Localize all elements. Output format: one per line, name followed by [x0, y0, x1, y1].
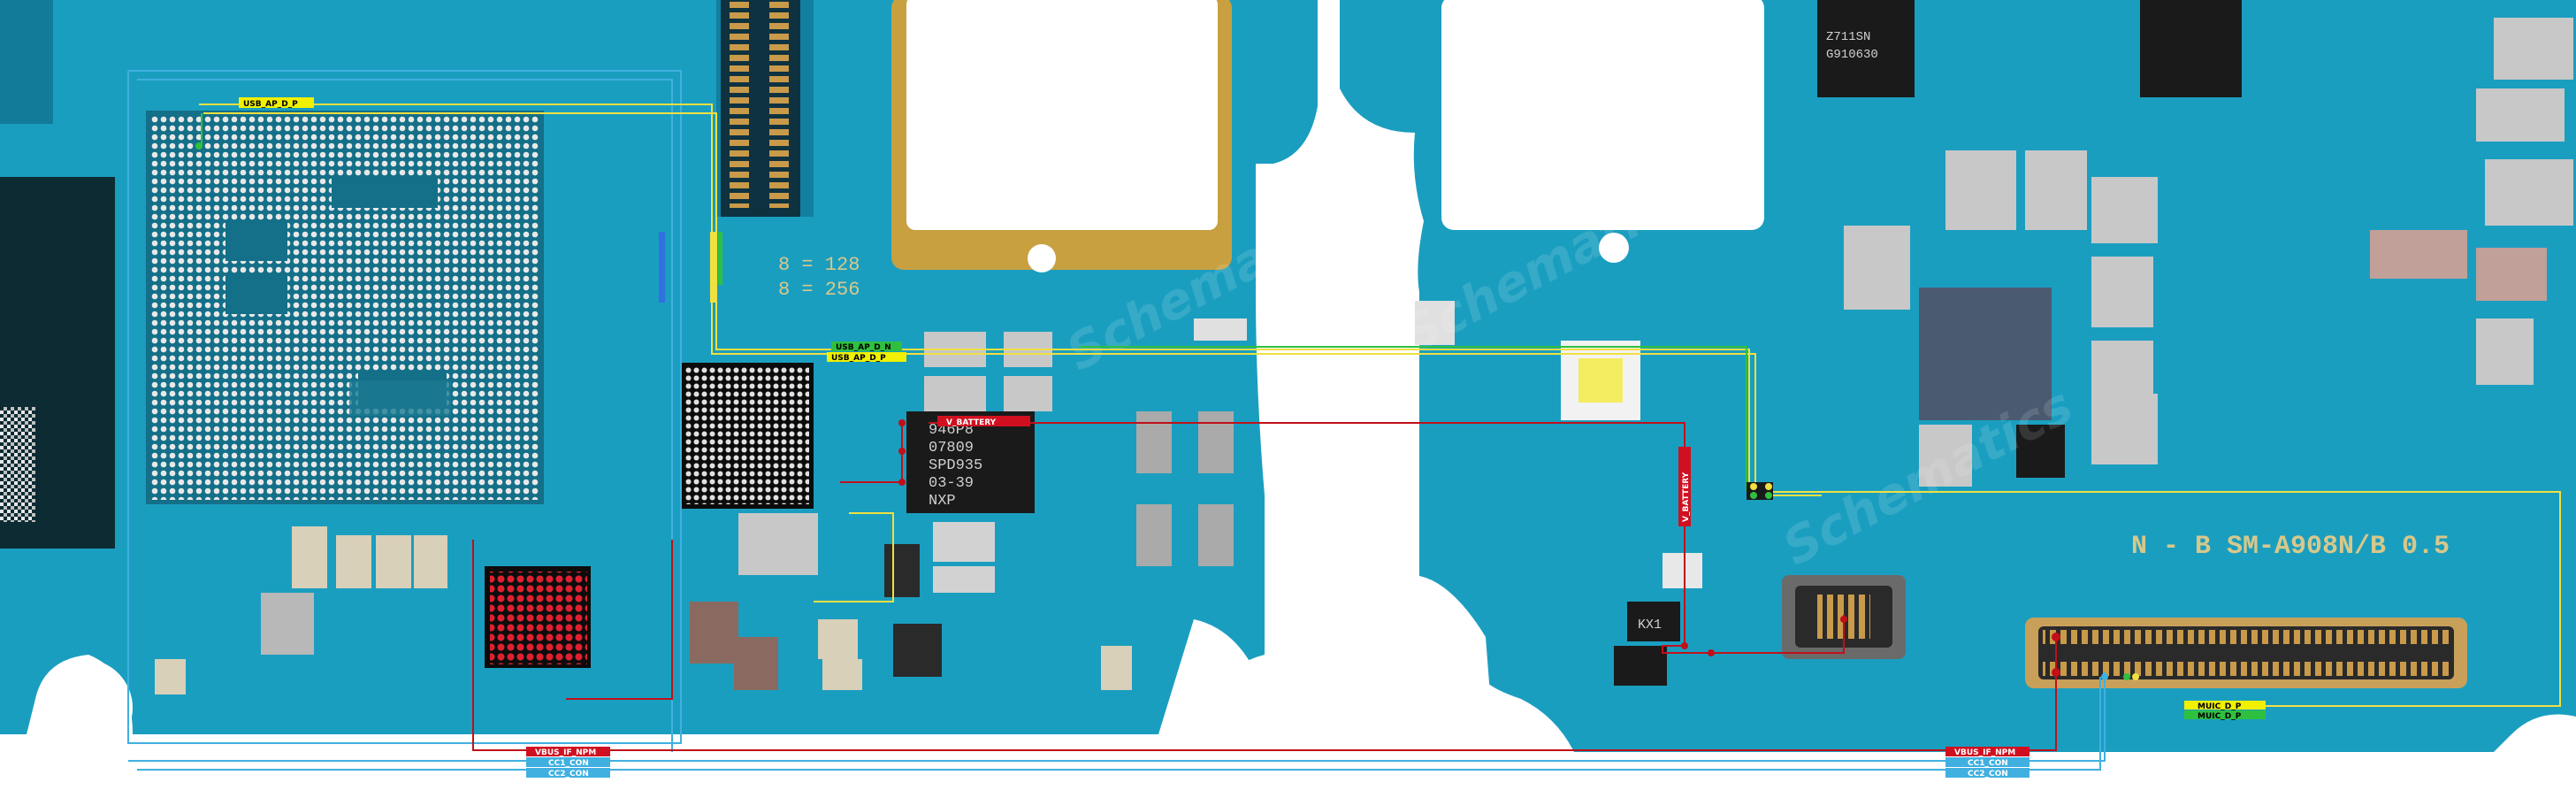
- qr-code: [0, 407, 35, 522]
- silkscreen-mem-128: 8 = 128: [778, 254, 860, 276]
- trace-cc-bottom2: [137, 677, 2101, 771]
- signal-highlight-green: [718, 232, 722, 285]
- pin-highlights: [195, 142, 2139, 680]
- diode-marking: KX1: [1638, 618, 1662, 633]
- usb-fpc-connector: [2025, 618, 2467, 688]
- net-label-cc1-right: CC1_CON: [1968, 759, 2008, 768]
- silkscreen-mem-256: 8 = 256: [778, 279, 860, 301]
- net-label-usb-ap-p: USB_AP_D_P: [831, 354, 886, 363]
- chip-marking-line5: NXP: [929, 493, 956, 510]
- trace-cc1: [127, 70, 682, 744]
- trace-battery: [929, 422, 1845, 654]
- signal-highlight-yellow: [710, 232, 716, 303]
- trace-usb-data-1: [199, 104, 2561, 707]
- net-label-muic-n: MUIC_D_P: [2198, 712, 2242, 721]
- net-label-vbus-right: VBUS_IF_NPM: [1954, 748, 2015, 757]
- charger-ic-bga: [485, 566, 591, 668]
- ic-top-right-text: Z711SN: [1826, 30, 1870, 44]
- board-id-silkscreen: N - B SM-A908N/B 0.5: [2131, 532, 2450, 562]
- ic-top-right-text2: G910630: [1826, 48, 1878, 62]
- net-label-usb-ap: USB_AP_D_P: [243, 100, 298, 109]
- board-to-board-connector-top: [721, 0, 800, 217]
- net-label-muic-p: MUIC_D_P: [2198, 702, 2242, 711]
- trace-vbus: [472, 540, 2057, 751]
- chip-marking-line4: 03-39: [929, 475, 974, 492]
- soc-bga-package: [146, 111, 544, 504]
- trace-cc2: [137, 79, 673, 752]
- net-label-usb-ap-n: USB_AP_D_N: [836, 343, 891, 352]
- net-label-cc2-left: CC2_CON: [548, 770, 589, 779]
- chip-marking-line3: SPD935: [929, 457, 982, 474]
- signal-highlight-blue: [659, 232, 665, 303]
- pmic-bga: [681, 363, 814, 509]
- chip-marking-line2: 07809: [929, 440, 974, 457]
- trace-pmic-yellow: [814, 512, 894, 602]
- net-labels: USB_AP_D_P USB_AP_D_N USB_AP_D_P V_BATTE…: [239, 97, 2266, 779]
- trace-green-2: [1079, 346, 1747, 491]
- trace-vbus-2: [566, 540, 673, 700]
- net-label-cc2-right: CC2_CON: [1968, 770, 2008, 779]
- net-label-vbus-left: VBUS_IF_NPM: [535, 748, 596, 757]
- passive-components-right: Z711SN G910630 KX1: [1415, 0, 2573, 686]
- trace-cc-bottom1: [128, 672, 2106, 762]
- net-label-battery-vertical: V_BATTERY: [1682, 472, 1691, 522]
- net-label-cc1-left: CC1_CON: [548, 759, 589, 768]
- net-label-battery: V_BATTERY: [946, 418, 997, 427]
